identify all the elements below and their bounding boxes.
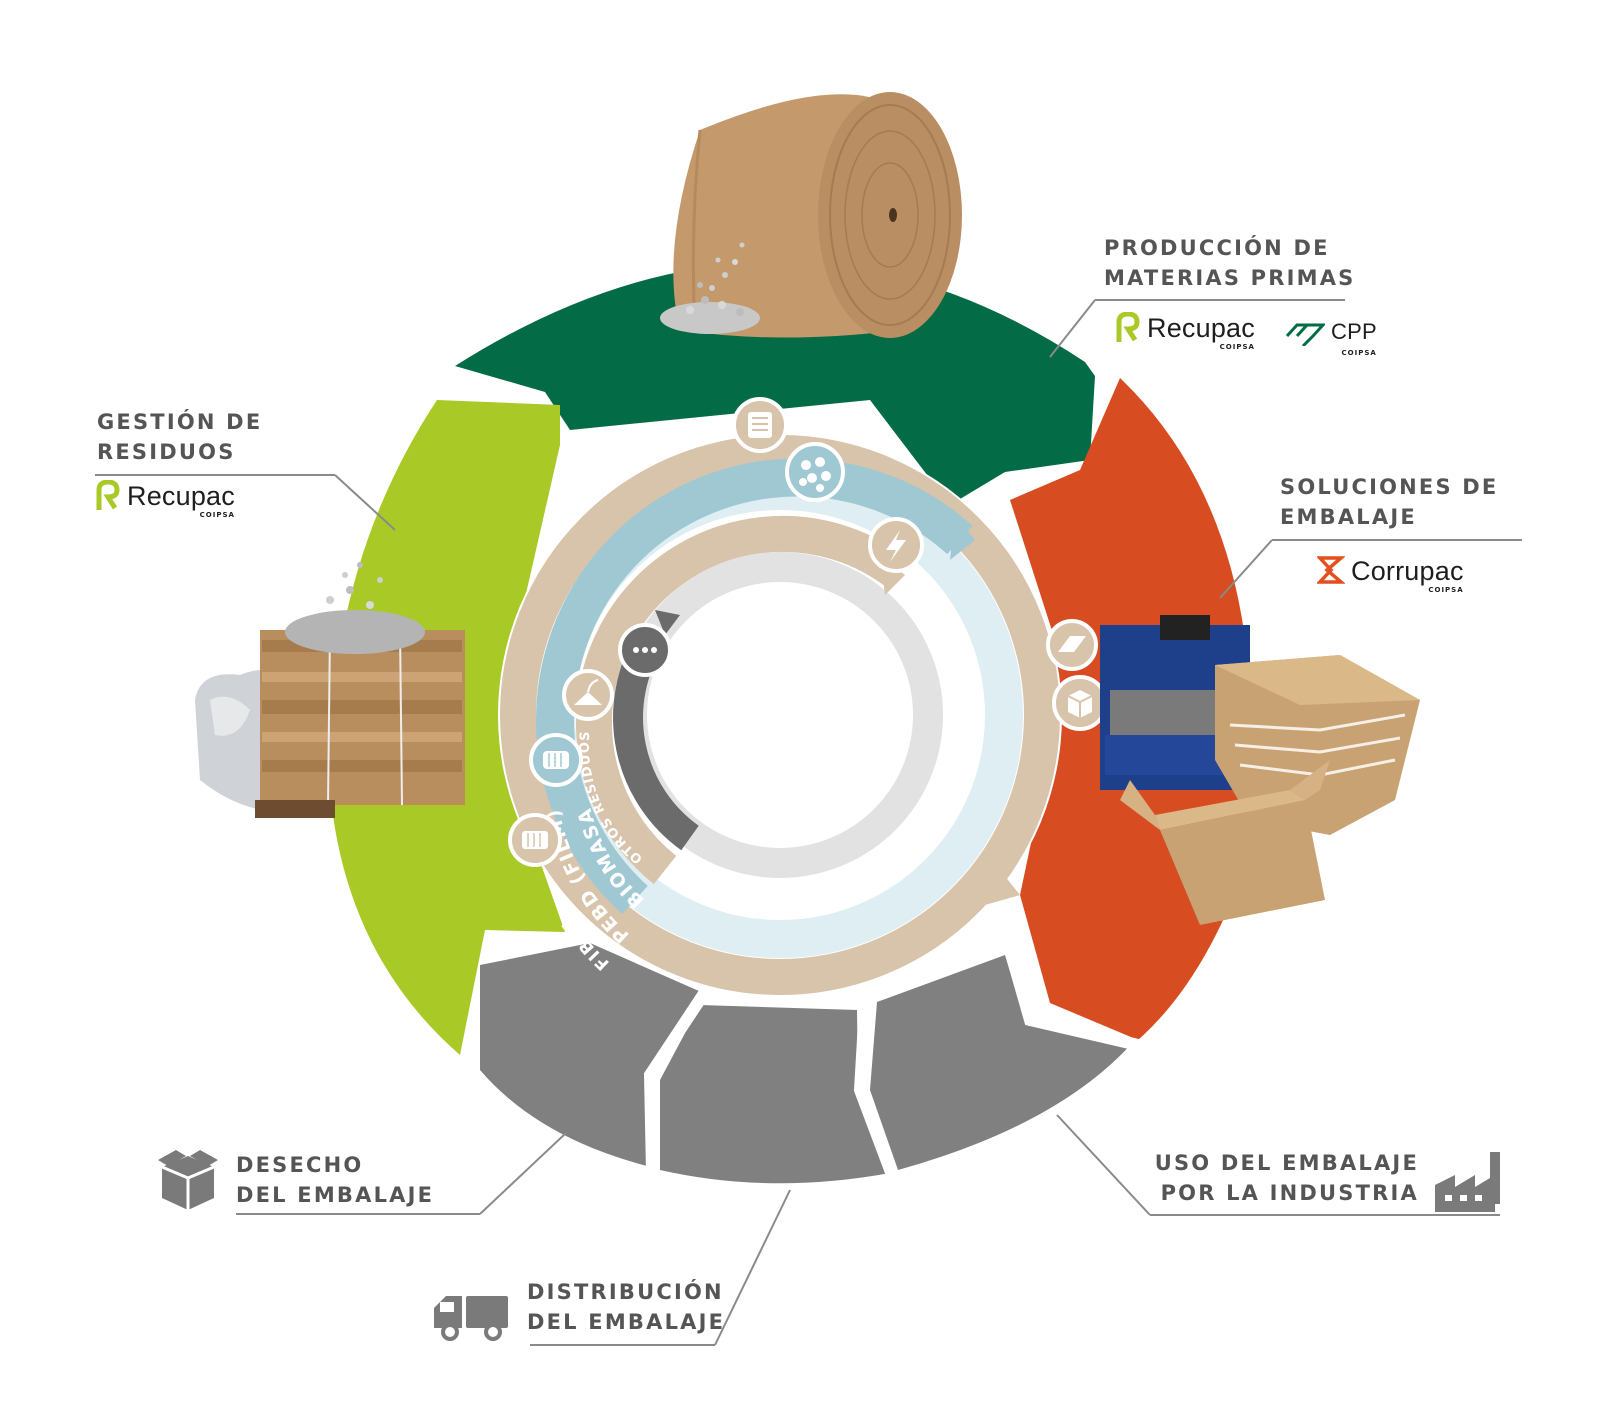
- produccion-line2: MATERIAS PRIMAS: [1104, 266, 1356, 290]
- corrupac-name: Corrupac: [1351, 556, 1464, 586]
- corrupac-logo: Corrupac COIPSA: [1317, 555, 1464, 594]
- uso-line1: USO DEL EMBALAJE: [1154, 1151, 1419, 1175]
- truck-icon: [434, 1296, 508, 1341]
- soluciones-line2: EMBALAJE: [1280, 505, 1417, 529]
- open-box-icon: [158, 1150, 218, 1210]
- recupac-mark-icon: [1116, 312, 1140, 342]
- corrupac-mark-icon: [1317, 556, 1345, 584]
- desecho-line2: DEL EMBALAJE: [236, 1183, 435, 1207]
- pellets-icon: [785, 442, 845, 502]
- uso-label: USO DEL EMBALAJE POR LA INDUSTRIA: [1155, 1148, 1419, 1208]
- cpp-name: CPP: [1331, 319, 1377, 344]
- distribucion-line1: DISTRIBUCIÓN: [527, 1280, 724, 1304]
- lightning-icon: [868, 517, 924, 573]
- desecho-line1: DESECHO: [236, 1153, 364, 1177]
- gestion-label: GESTIÓN DE RESIDUOS: [97, 407, 262, 467]
- biomasa-ring: [575, 515, 912, 885]
- paper-roll-icon: [732, 397, 788, 453]
- sheets-icon: [1046, 619, 1098, 671]
- desecho-label: DESECHO DEL EMBALAJE: [236, 1150, 434, 1210]
- pebd-ring: [536, 458, 973, 915]
- recupac-logo-top: Recupac COIPSA: [1115, 312, 1255, 351]
- distribucion-segment: [660, 1005, 890, 1184]
- fibra-ring: [500, 435, 1060, 995]
- soluciones-line1: SOLUCIONES DE: [1280, 475, 1499, 499]
- uso-line2: POR LA INDUSTRIA: [1160, 1181, 1419, 1205]
- fiber-bale-icon: [508, 813, 562, 867]
- film-roll-icon: [529, 733, 583, 787]
- distribucion-line2: DEL EMBALAJE: [527, 1310, 726, 1334]
- bale-image: [195, 562, 465, 818]
- gestion-line2: RESIDUOS: [97, 440, 236, 464]
- produccion-segment: [455, 261, 1095, 505]
- recupac-sub: COIPSA: [1219, 343, 1255, 351]
- biomass-icon: [562, 669, 614, 721]
- recupac-logo-left: Recupac COIPSA: [95, 480, 235, 519]
- cpp-logo: CPP COIPSA: [1285, 318, 1377, 357]
- factory-icon: [1435, 1152, 1500, 1212]
- recupac-name: Recupac: [1147, 313, 1255, 343]
- gestion-line1: GESTIÓN DE: [97, 410, 263, 434]
- soluciones-label: SOLUCIONES DE EMBALAJE: [1280, 472, 1498, 532]
- more-icon: [618, 623, 672, 677]
- box-icon: [1052, 675, 1108, 731]
- produccion-label: PRODUCCIÓN DE MATERIAS PRIMAS: [1104, 233, 1356, 293]
- produccion-line1: PRODUCCIÓN DE: [1104, 236, 1330, 260]
- uso-segment: [870, 955, 1135, 1170]
- distribucion-label: DISTRIBUCIÓN DEL EMBALAJE: [527, 1277, 725, 1337]
- paper-roll-image: [660, 92, 962, 338]
- packaging-image: [1100, 615, 1420, 925]
- recupac-sub: COIPSA: [199, 511, 235, 519]
- corrupac-sub: COIPSA: [1428, 586, 1464, 594]
- cpp-sub: COIPSA: [1341, 349, 1377, 357]
- recupac-mark-icon: [96, 480, 120, 510]
- cpp-mark-icon: [1285, 323, 1325, 346]
- recupac-name: Recupac: [127, 481, 235, 511]
